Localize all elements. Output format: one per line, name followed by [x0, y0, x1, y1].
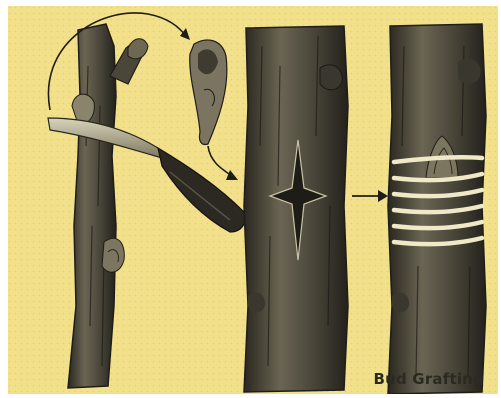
caption-label: Bud Grafting: [373, 370, 484, 388]
illustration-canvas: [8, 6, 498, 394]
stock-with-t-cut: [244, 26, 348, 392]
wrapped-graft: [388, 24, 486, 394]
bud-grafting-illustration: Bud Grafting: [8, 6, 498, 394]
